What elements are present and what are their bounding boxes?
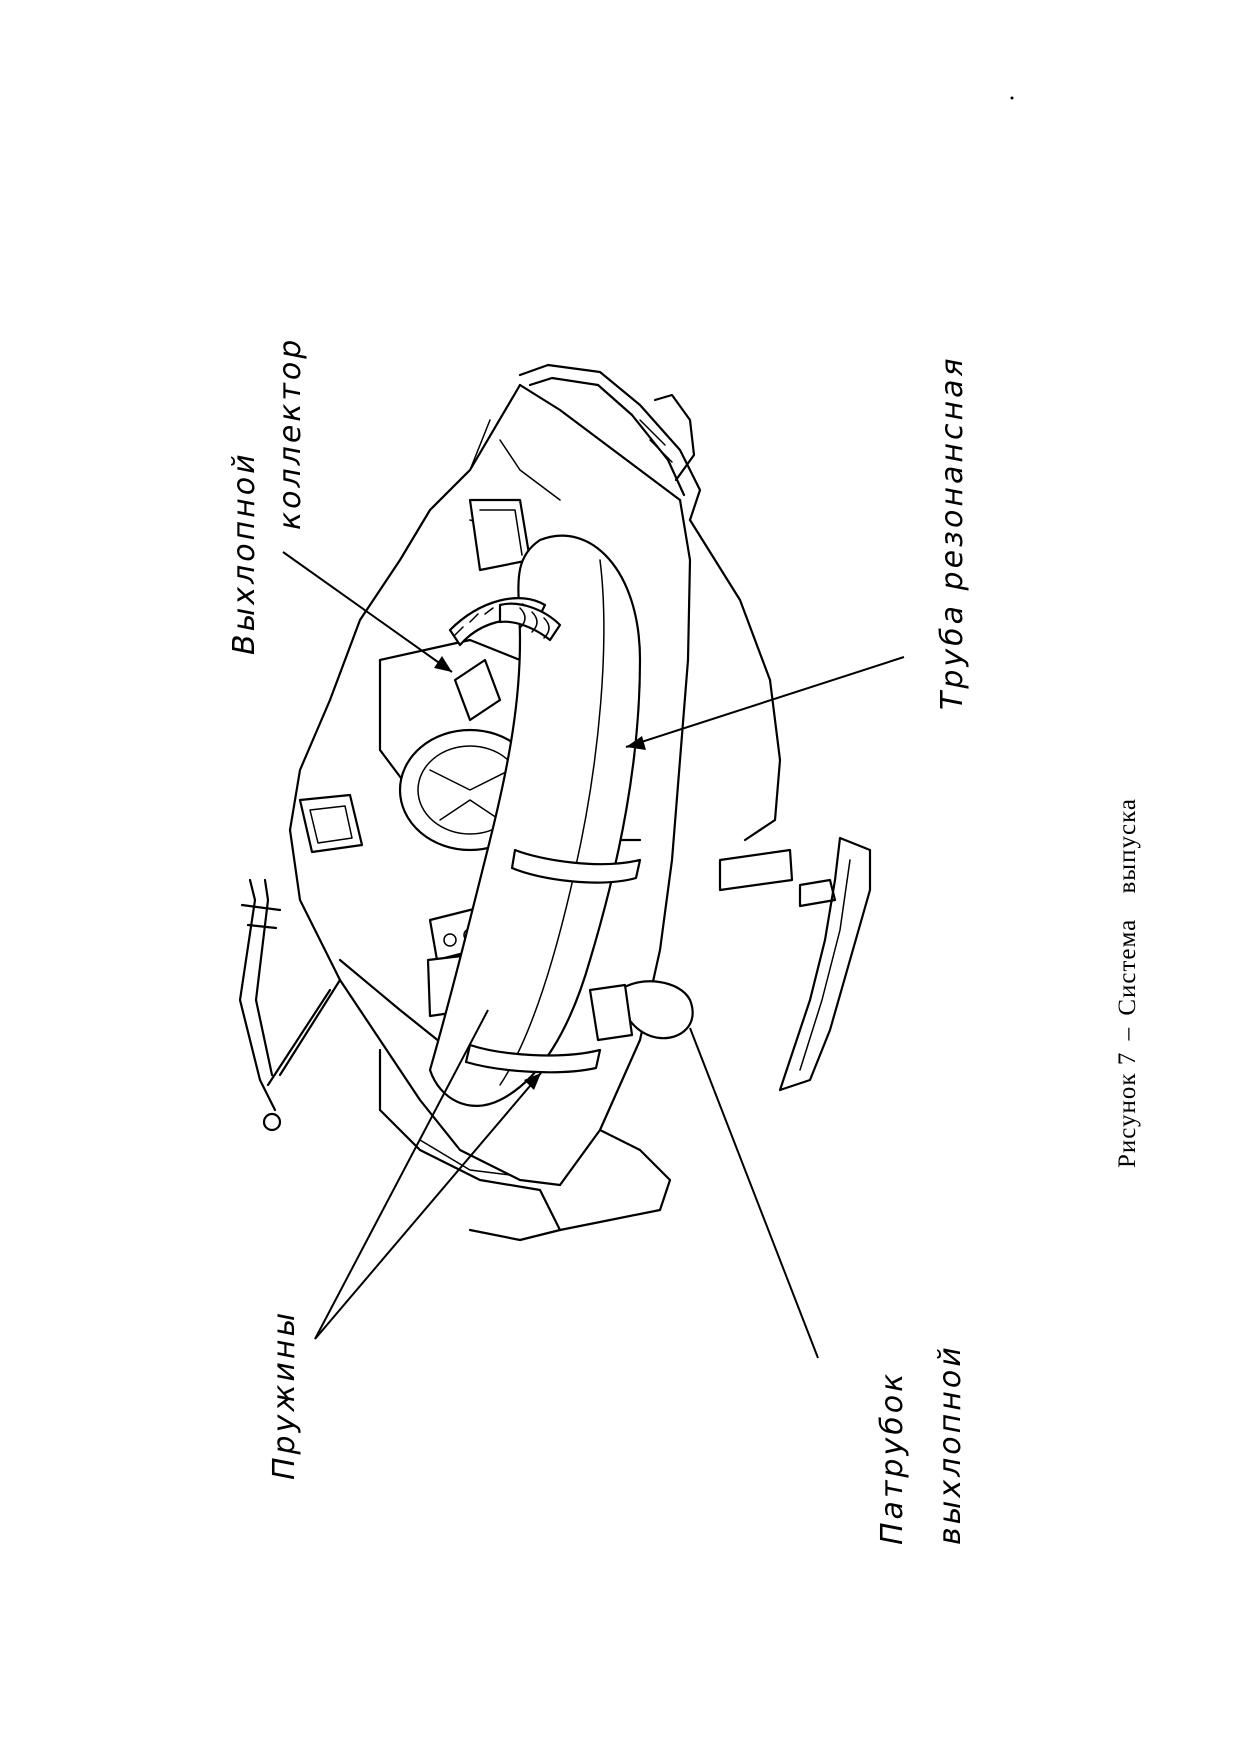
- steering-strut: [238, 878, 342, 1132]
- label-exhaust-outlet-line1: Патрубок: [875, 1371, 910, 1545]
- windshield: [518, 363, 702, 522]
- resonance-pipe-drawing: [428, 534, 642, 1107]
- ski-right: [718, 836, 872, 1092]
- leader-exhaust-outlet: [689, 1027, 819, 1359]
- leader-lines: [282, 551, 905, 1359]
- figure-caption: Рисунок 7 – Система выпуска: [1114, 798, 1141, 1168]
- leader-resonance-pipe-arrow: [626, 736, 646, 750]
- svg-text:Рисунок 7 – Систем: Рисунок 7 – Система выпуска: [1114, 798, 1141, 1168]
- label-exhaust-outlet-line2: выхлопной: [933, 1344, 968, 1545]
- caption-word2: выпуска: [1114, 798, 1141, 893]
- leader-exhaust-manifold: [282, 551, 453, 673]
- label-springs: Пружины: [267, 1310, 302, 1480]
- leader-springs-a: [314, 1009, 489, 1340]
- hood-body: [288, 383, 782, 1187]
- belly-pan: [288, 828, 672, 1242]
- leader-exhaust-manifold-arrow: [434, 656, 452, 672]
- leader-resonance-pipe: [625, 656, 905, 748]
- leader-springs-arrow: [524, 1073, 541, 1090]
- exhaust-outlet-drawing: [588, 980, 694, 1042]
- caption-word1: Система: [1114, 919, 1141, 1016]
- label-exhaust-manifold-line2: коллектор: [273, 337, 308, 530]
- labels: Выхлопной коллектор Труба резонансная Пр…: [227, 337, 970, 1545]
- caption-dash: –: [1114, 1027, 1141, 1042]
- label-exhaust-manifold-line1: Выхлопной: [227, 451, 262, 655]
- snowmobile-drawing: [238, 363, 872, 1242]
- label-resonance-pipe: Труба резонансная: [935, 355, 970, 710]
- caption-figure-number: Рисунок 7: [1114, 1052, 1141, 1168]
- stray-dot: [1010, 96, 1014, 100]
- leader-springs-b: [314, 1072, 542, 1340]
